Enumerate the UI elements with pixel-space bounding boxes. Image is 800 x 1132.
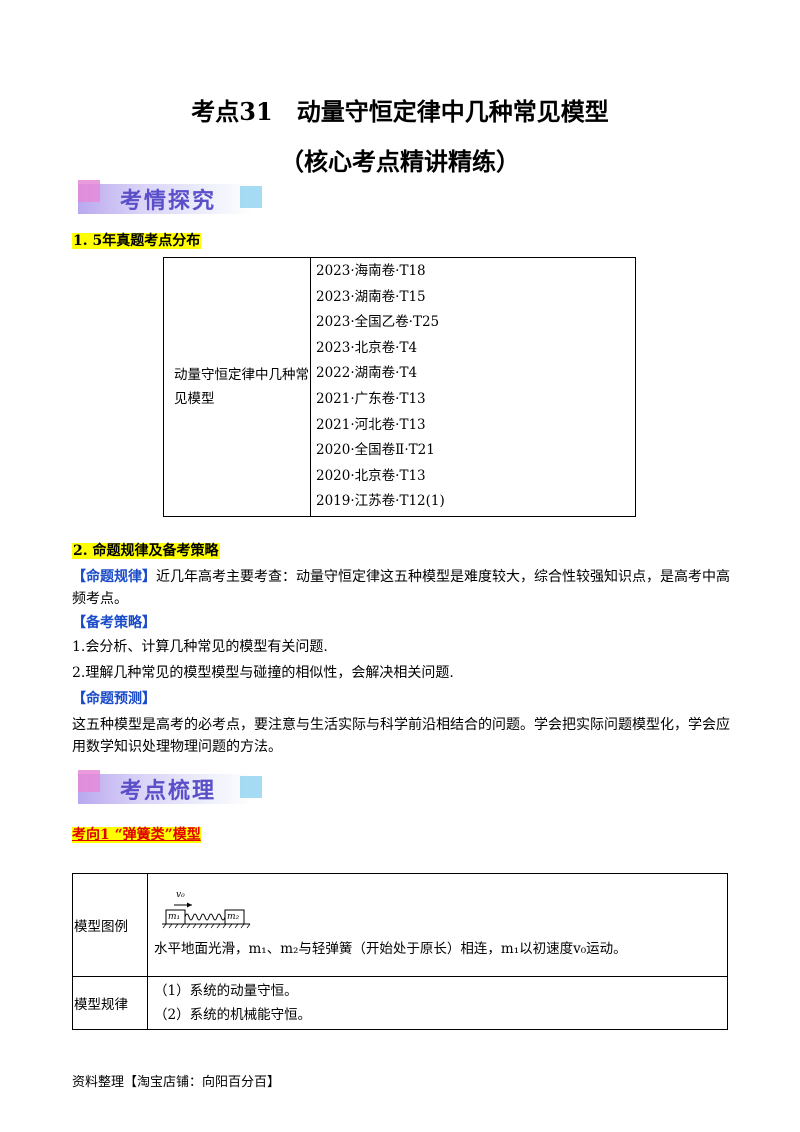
list-item: 2019·江苏卷·T12(1) — [316, 493, 445, 510]
list-item: （2）系统的机械能守恒。 — [154, 1007, 312, 1023]
strategy-item: 2.理解几种常见的模型模型与碰撞的相似性，会解决相关问题. — [72, 665, 454, 681]
list-item: 2020·北京卷·T13 — [316, 467, 426, 484]
exam-list-cell: 2023·海南卷·T18 2023·湖南卷·T15 2023·全国乙卷·T25 … — [310, 257, 636, 517]
model-rules-cell: （1）系统的动量守恒。 （2）系统的机械能守恒。 — [147, 976, 728, 1030]
list-item: 2021·河北卷·T13 — [316, 416, 426, 433]
banner-decor-square-pink — [78, 180, 100, 202]
list-item: 2023·全国乙卷·T25 — [316, 314, 440, 331]
kaoxiang-heading: 考向1 “弹簧类”模型 — [72, 824, 201, 844]
page-title: 考点31 动量守恒定律中几种常见模型 — [191, 97, 609, 126]
page-footer: 资料整理【淘宝店铺：向阳百分百】 — [72, 1075, 281, 1090]
forecast-label: 【命题预测】 — [72, 691, 156, 707]
banner-decor-square-blue — [240, 776, 262, 798]
banner-background — [78, 184, 253, 214]
spring-diagram — [162, 902, 251, 929]
section-banner-kaodian: 考点梳理 — [78, 770, 268, 806]
banner-decor-square-blue — [240, 186, 262, 208]
rule-label: 【命题规律】 — [72, 569, 156, 585]
mass1-label: m₁ — [168, 912, 181, 922]
list-item: 2021·广东卷·T13 — [316, 390, 426, 407]
page-subtitle: （核心考点精讲精练） — [280, 147, 520, 176]
model-table: 模型图例 — [72, 873, 728, 1030]
banner-label: 考点梳理 — [120, 779, 217, 804]
strategy-item: 1.会分析、计算几种常见的模型有关问题. — [72, 639, 328, 655]
rule-paragraph: 【命题规律】近几年高考主要考查：动量守恒定律这五种模型是难度较大，综合性较强知识… — [72, 566, 732, 610]
banner-background — [78, 774, 253, 804]
rule-text: 近几年高考主要考查：动量守恒定律这五种模型是难度较大，综合性较强知识点，是高考中… — [72, 569, 730, 607]
kaoxiang-heading-text: 考向1 “弹簧类”模型 — [72, 827, 201, 843]
model-description: 水平地面光滑，m₁、m₂与轻弹簧（开始处于原长）相连，m₁以初速度v₀运动。 — [154, 941, 627, 957]
section1-heading: 1. 5年真题考点分布 — [72, 230, 202, 250]
list-item: 2022·湖南卷·T4 — [316, 365, 418, 382]
row-label: 模型规律 — [72, 976, 148, 1030]
strategy-label: 【备考策略】 — [72, 615, 156, 631]
model-figure-cell: v₀ m₁ m₂ 水平地面光滑，m₁、m₂与轻弹簧（开始处于原长）相连，m₁以初… — [147, 873, 728, 977]
velocity-label: v₀ — [176, 890, 185, 900]
table-row: 动量守恒定律中几种常见模型 2023·海南卷·T18 2023·湖南卷·T15 … — [163, 257, 636, 517]
list-item: （1）系统的动量守恒。 — [154, 983, 298, 999]
forecast-text: 这五种模型是高考的必考点，要注意与生活实际与科学前沿相结合的问题。学会把实际问题… — [72, 717, 730, 755]
spring-model-figure: v₀ m₁ m₂ — [154, 890, 726, 936]
banner-decor-square-pink — [78, 770, 100, 792]
section1-heading-text: 1. 5年真题考点分布 — [72, 233, 202, 249]
banner-label: 考情探究 — [120, 189, 217, 214]
section2-heading: 2. 命题规律及备考策略 — [72, 540, 220, 560]
section-banner-kaoqing: 考情探究 — [78, 180, 268, 216]
section2-heading-text: 2. 命题规律及备考策略 — [72, 543, 220, 559]
list-item: 2023·海南卷·T18 — [316, 263, 426, 279]
table-row: 模型图例 — [72, 873, 728, 977]
mass2-label: m₂ — [227, 912, 240, 922]
list-item: 2020·全国卷Ⅱ·T21 — [316, 442, 435, 459]
table-row: 模型规律 （1）系统的动量守恒。 （2）系统的机械能守恒。 — [72, 976, 728, 1030]
exam-distribution-table: 动量守恒定律中几种常见模型 2023·海南卷·T18 2023·湖南卷·T15 … — [163, 257, 636, 517]
row-label: 模型图例 — [72, 873, 148, 977]
topic-cell: 动量守恒定律中几种常见模型 — [163, 257, 311, 517]
list-item: 2023·北京卷·T4 — [316, 339, 418, 356]
list-item: 2023·湖南卷·T15 — [316, 288, 426, 305]
